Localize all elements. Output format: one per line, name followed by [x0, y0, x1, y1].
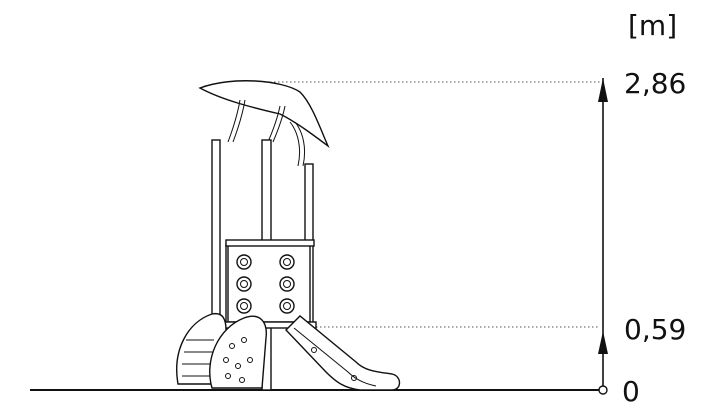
arrow-up-platform	[598, 331, 608, 354]
post-left	[211, 139, 221, 329]
roof-canopy	[198, 80, 330, 149]
height-label-top: 2,86	[624, 67, 687, 100]
climbing-holds	[236, 254, 295, 314]
roof-hook-right	[289, 121, 306, 167]
panel-holes	[223, 337, 253, 383]
unit-label: [m]	[628, 9, 678, 42]
slide-inner-edge	[293, 327, 377, 387]
roof-hook-middle	[267, 105, 286, 143]
height-label-platform: 0,59	[624, 313, 687, 346]
height-label-zero: 0	[622, 375, 640, 408]
roof-hook-left	[227, 99, 246, 143]
origin-circle	[598, 385, 608, 395]
panel-top-rail	[225, 239, 315, 247]
side-panel-front	[209, 315, 267, 389]
ladder-rungs	[182, 339, 214, 377]
slide-bolts	[311, 347, 357, 381]
dimension-line	[598, 78, 608, 395]
slide	[285, 315, 401, 391]
arrow-up-top	[598, 78, 608, 102]
